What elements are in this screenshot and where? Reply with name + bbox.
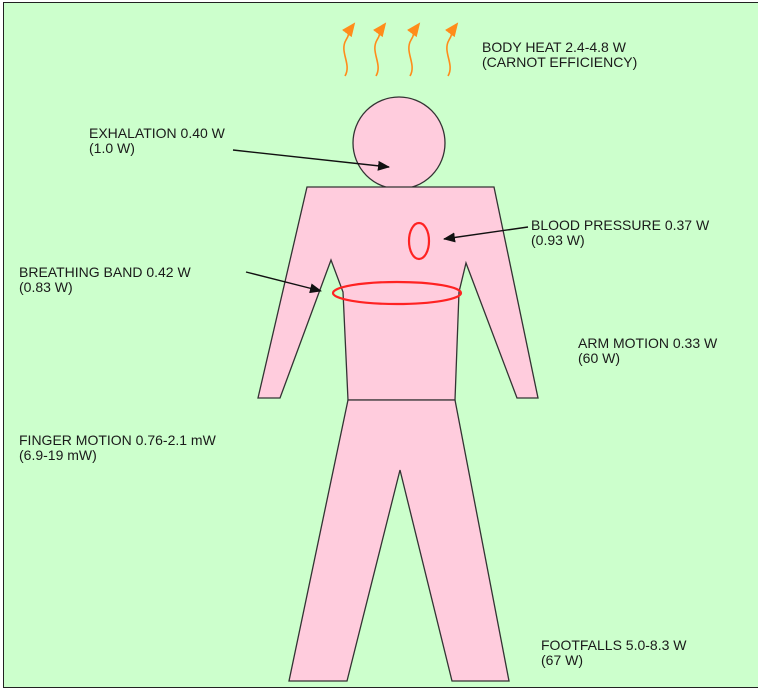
body-heat-label-line1: BODY HEAT 2.4-4.8 W xyxy=(482,40,637,55)
footfalls-label-line2: (67 W) xyxy=(541,653,687,668)
heat-arrow-icon xyxy=(447,28,454,76)
breathing-band-label-line2: (0.83 W) xyxy=(19,280,191,295)
breathing-band-label-line1: BREATHING BAND 0.42 W xyxy=(19,265,191,280)
heat-arrow-icon xyxy=(344,28,351,76)
footfalls-label: FOOTFALLS 5.0-8.3 W (67 W) xyxy=(541,638,687,668)
finger-motion-label-line2: (6.9-19 mW) xyxy=(19,448,216,463)
exhalation-label-line2: (1.0 W) xyxy=(89,141,225,156)
blood-pressure-label: BLOOD PRESSURE 0.37 W (0.93 W) xyxy=(531,218,709,248)
head xyxy=(353,97,445,189)
exhalation-label: EXHALATION 0.40 W (1.0 W) xyxy=(89,126,225,156)
heat-arrow-icon xyxy=(375,28,382,76)
arm-motion-label: ARM MOTION 0.33 W (60 W) xyxy=(578,336,717,366)
body-heat-label-line2: (CARNOT EFFICIENCY) xyxy=(482,55,637,70)
arm-motion-label-line1: ARM MOTION 0.33 W xyxy=(578,336,717,351)
arm-motion-label-line2: (60 W) xyxy=(578,351,717,366)
body-heat-label: BODY HEAT 2.4-4.8 W (CARNOT EFFICIENCY) xyxy=(482,40,637,70)
torso-with-arms xyxy=(258,187,538,400)
finger-motion-label-line1: FINGER MOTION 0.76-2.1 mW xyxy=(19,433,216,448)
footfalls-label-line1: FOOTFALLS 5.0-8.3 W xyxy=(541,638,687,653)
heat-arrows xyxy=(344,28,454,76)
breathing-band-label: BREATHING BAND 0.42 W (0.83 W) xyxy=(19,265,191,295)
blood-pressure-label-line1: BLOOD PRESSURE 0.37 W xyxy=(531,218,709,233)
finger-motion-label: FINGER MOTION 0.76-2.1 mW (6.9-19 mW) xyxy=(19,433,216,463)
blood-pressure-label-line2: (0.93 W) xyxy=(531,233,709,248)
exhalation-label-line1: EXHALATION 0.40 W xyxy=(89,126,225,141)
heat-arrow-icon xyxy=(409,28,416,76)
legs xyxy=(289,400,509,681)
